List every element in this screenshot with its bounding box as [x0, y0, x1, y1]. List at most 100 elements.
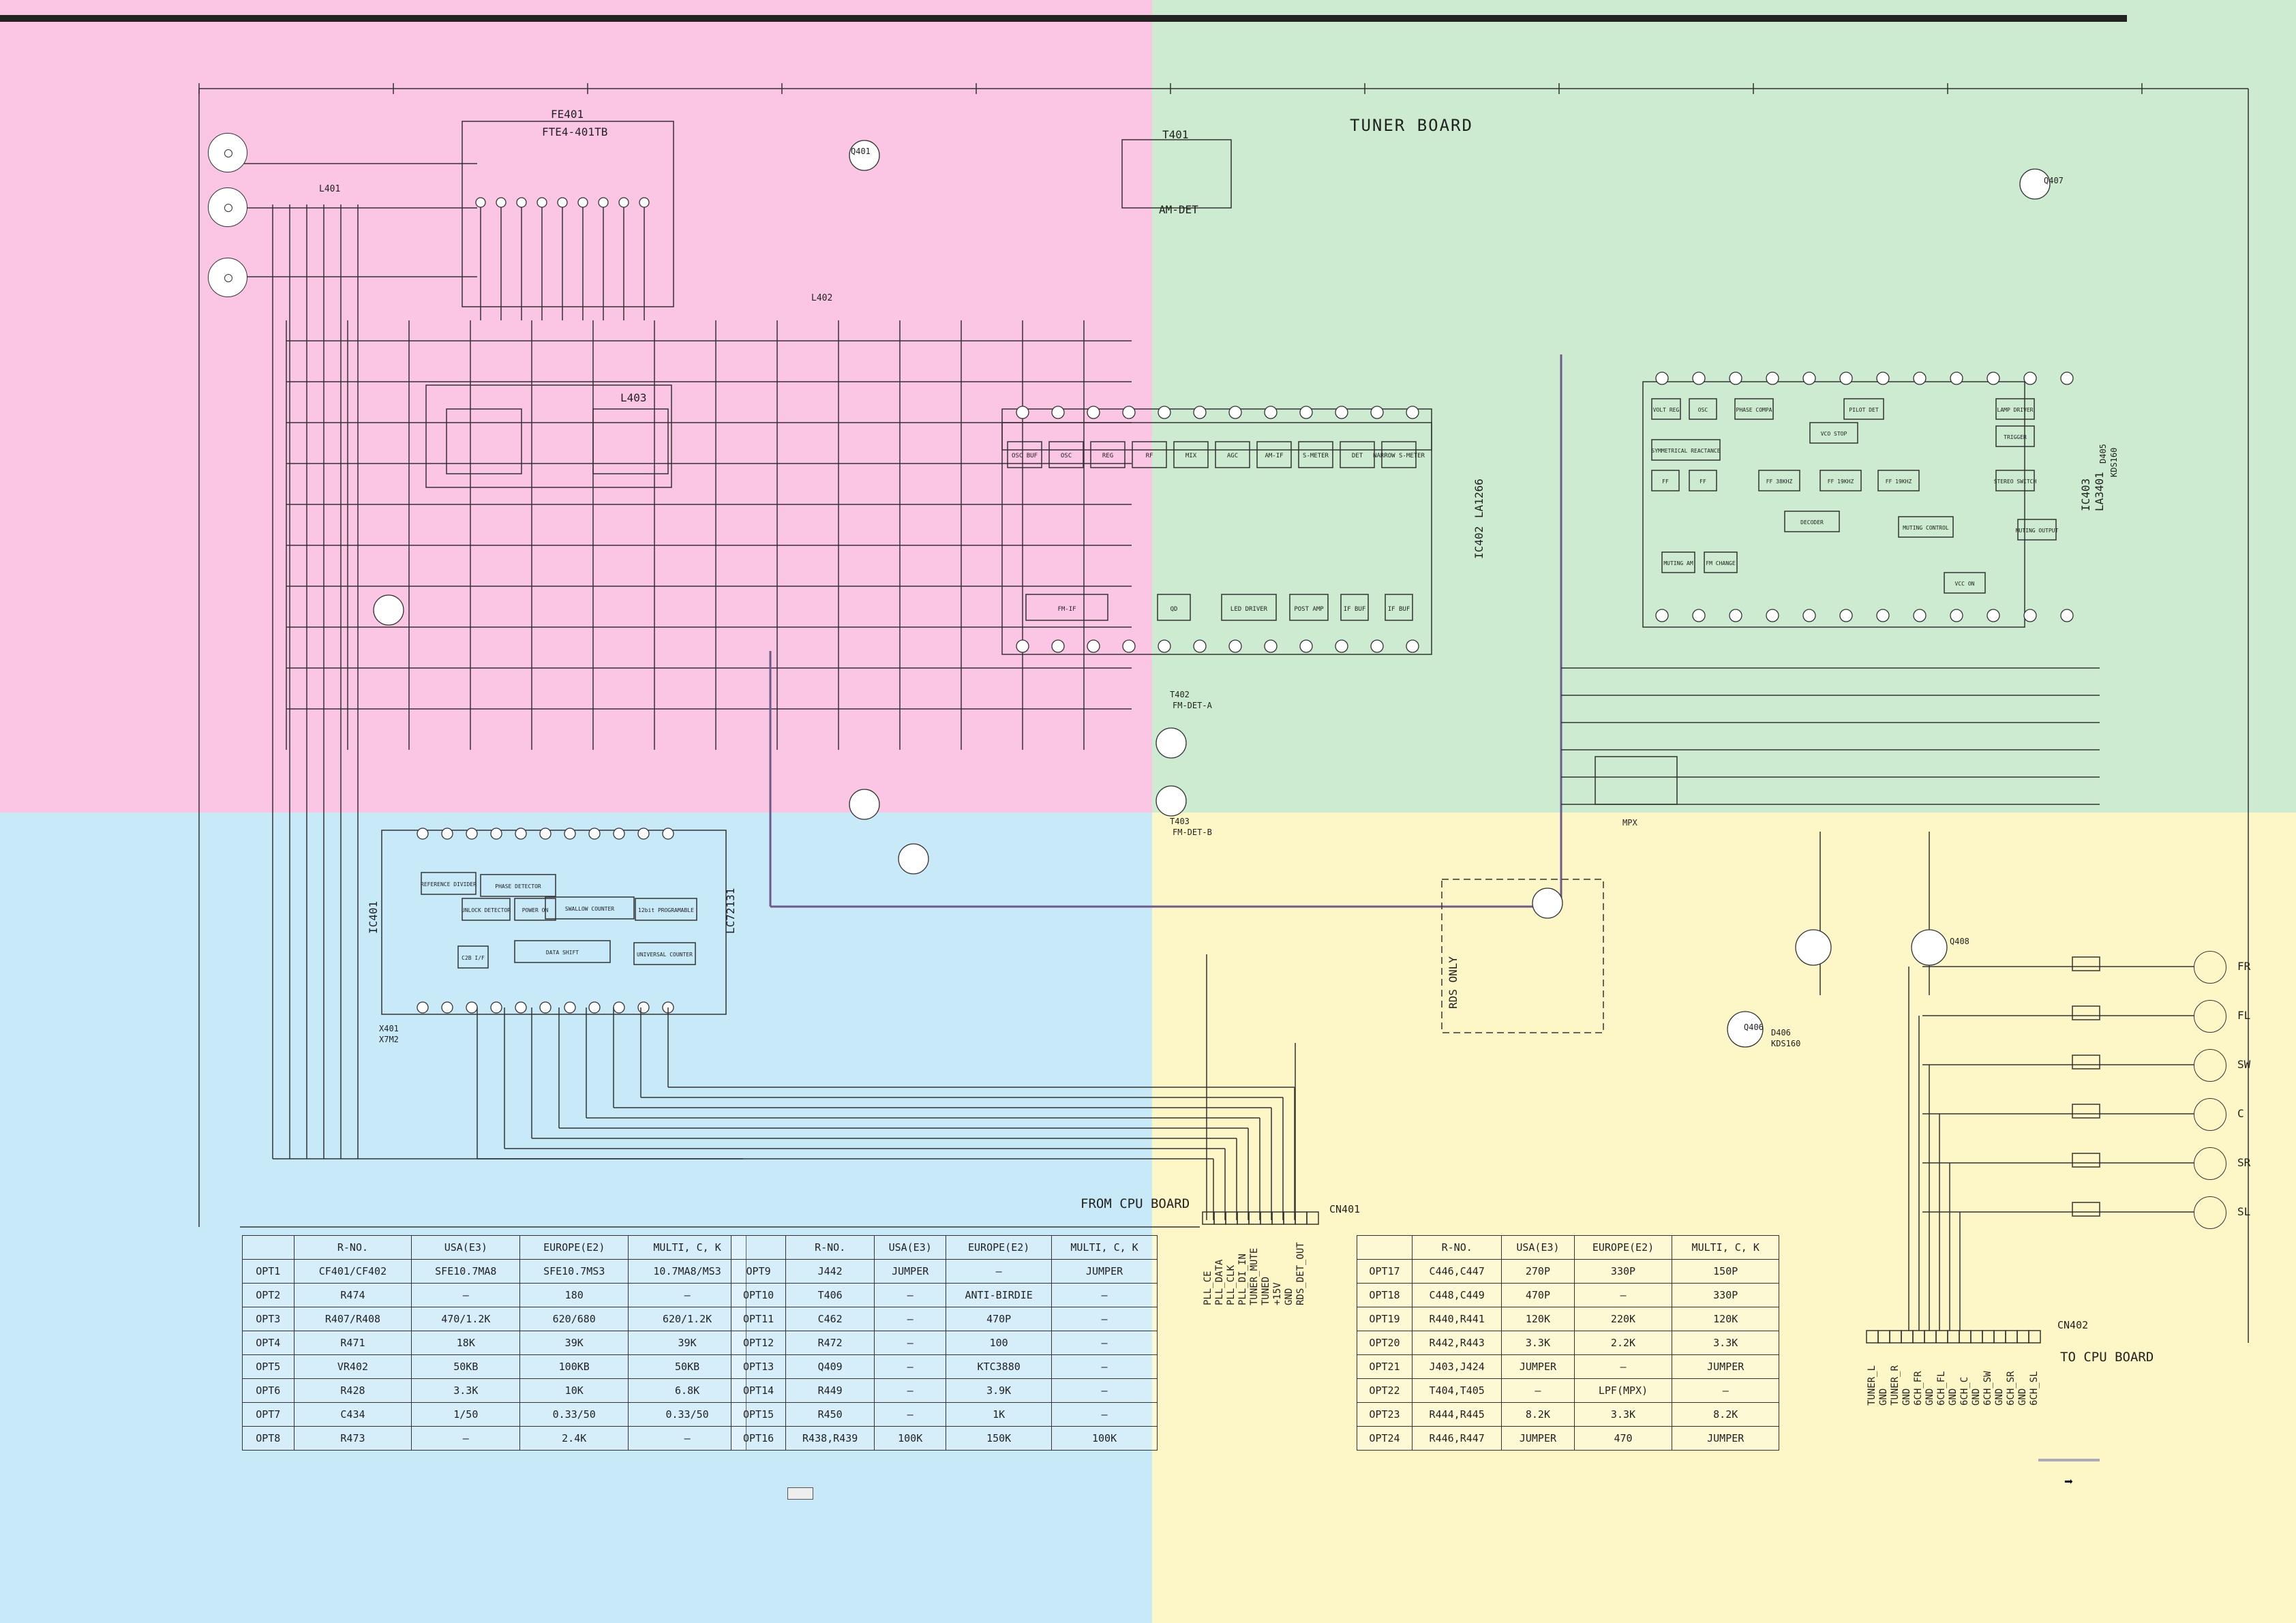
cn402-label: CN402: [2057, 1319, 2089, 1331]
fe401-pin: [639, 197, 650, 208]
q403-body: [849, 789, 880, 820]
table-cell: OPT20: [1356, 1331, 1413, 1355]
table-cell: R449: [785, 1378, 875, 1403]
table-cell: JUMPER: [1501, 1354, 1575, 1379]
ic401-pin-bottom: [588, 1001, 601, 1014]
table-cell: 39K: [628, 1331, 746, 1355]
table-cell: LPF(MPX): [1573, 1378, 1673, 1403]
ic403-block: [1651, 439, 1721, 461]
ic402-block-label: IF BUF: [1388, 606, 1410, 613]
table-cell: 50KB: [628, 1354, 746, 1379]
table-cell: —: [1051, 1378, 1158, 1403]
ic402-pin-bottom: [1406, 639, 1419, 653]
ic401-block-label: SWALLOW COUNTER: [565, 906, 614, 912]
fe401-pin: [598, 197, 609, 208]
q406-label: Q406: [1744, 1022, 1764, 1032]
cn402-pin-box: [1970, 1330, 1983, 1344]
ic401-pin-bottom: [466, 1001, 478, 1014]
col-header: MULTI, C, K: [1672, 1235, 1779, 1260]
ic403-block: [1819, 470, 1862, 491]
ic402-block-label: OSC BUF: [1012, 453, 1038, 459]
ic403-block: [1898, 516, 1954, 538]
table-cell: OPT11: [730, 1307, 787, 1331]
board-title: TUNER BOARD: [1350, 116, 1473, 135]
ic403-pin-top: [1913, 371, 1927, 385]
t403-label: T403: [1170, 817, 1190, 826]
ic401-block: [514, 940, 611, 963]
table-cell: JUMPER: [1051, 1259, 1158, 1284]
antenna-jack-2: [208, 187, 247, 227]
table-cell: —: [946, 1259, 1053, 1284]
ic401-label: IC401: [367, 900, 380, 934]
table-cell: J403,J424: [1412, 1354, 1502, 1379]
ic402-pin-top: [1228, 406, 1242, 419]
table-cell: —: [1051, 1307, 1158, 1331]
ic401-pin-top: [588, 828, 601, 840]
q406-body: [1911, 929, 1948, 966]
output-jack-fr: [2194, 951, 2226, 984]
t401-box: [1121, 139, 1232, 209]
table-cell: —: [628, 1426, 746, 1451]
top-rule: [0, 15, 2127, 22]
table-cell: OPT4: [242, 1331, 294, 1355]
ic401-pin-top: [441, 828, 453, 840]
ic402-pin-top: [1299, 406, 1313, 419]
col-header: USA(E3): [1501, 1235, 1575, 1260]
cn402-pin-label: GND: [1901, 1388, 1912, 1406]
table-cell: VR402: [293, 1354, 412, 1379]
col-header: R-NO.: [785, 1235, 875, 1260]
table-cell: 270P: [1501, 1259, 1575, 1284]
cn401-pin-box: [1202, 1211, 1215, 1225]
table-cell: 470P: [946, 1307, 1053, 1331]
cn402-pin-label: GND: [1948, 1388, 1959, 1406]
fe401-label: FE401: [551, 108, 584, 121]
l402-label: L402: [811, 293, 833, 303]
ic403-block: [1689, 398, 1717, 420]
ic403-pin-bottom: [1913, 609, 1927, 622]
table-cell: OPT16: [730, 1426, 787, 1451]
ic402-block-label: DET: [1352, 453, 1363, 459]
ic403-pin-bottom: [2023, 609, 2037, 622]
ic403-pin-bottom: [1655, 609, 1669, 622]
table-cell: OPT3: [242, 1307, 294, 1331]
table-cell: KTC3880: [946, 1354, 1053, 1379]
ic403-pin-top: [1987, 371, 2000, 385]
ic402-block: [1215, 441, 1250, 468]
ic403-block-label: VOLT REG: [1653, 407, 1680, 413]
table-cell: OPT5: [242, 1354, 294, 1379]
cn401-pin-label: TUNED: [1260, 1276, 1271, 1305]
ic402-block-label: IF BUF: [1344, 606, 1366, 613]
cn401-pin-label: GND: [1284, 1288, 1295, 1305]
t402-name: FM-DET-A: [1173, 701, 1212, 710]
t402-body: [1155, 727, 1187, 759]
ic401-block: [480, 874, 556, 897]
table-cell: ANTI-BIRDIE: [946, 1283, 1053, 1307]
ic402-block: [1256, 441, 1292, 468]
col-header: MULTI, C, K: [628, 1235, 746, 1260]
antenna-jack-1: [208, 133, 247, 172]
ic403-block-label: OSC: [1698, 407, 1708, 413]
ic403-block-label: FF 19KHZ: [1886, 479, 1912, 485]
q408-label: Q408: [1950, 937, 1969, 946]
table-cell: R473: [293, 1426, 412, 1451]
am-det-label: AM-DET: [1159, 203, 1198, 216]
ic403-block: [1651, 398, 1681, 420]
table-cell: 3.9K: [946, 1378, 1053, 1403]
q409-body: [1532, 888, 1563, 919]
output-jack-sw: [2194, 1049, 2226, 1082]
ic402-label: IC402: [1472, 526, 1485, 559]
ic402-block: [1340, 594, 1369, 621]
table-cell: —: [1051, 1331, 1158, 1355]
table-cell: R471: [293, 1331, 412, 1355]
ic402-block-label: POST AMP: [1294, 606, 1324, 613]
cn402-pin-label: GND: [1924, 1388, 1935, 1406]
output-label: SW: [2237, 1058, 2251, 1071]
q407-body: [2019, 168, 2051, 200]
output-label: FR: [2237, 960, 2251, 973]
